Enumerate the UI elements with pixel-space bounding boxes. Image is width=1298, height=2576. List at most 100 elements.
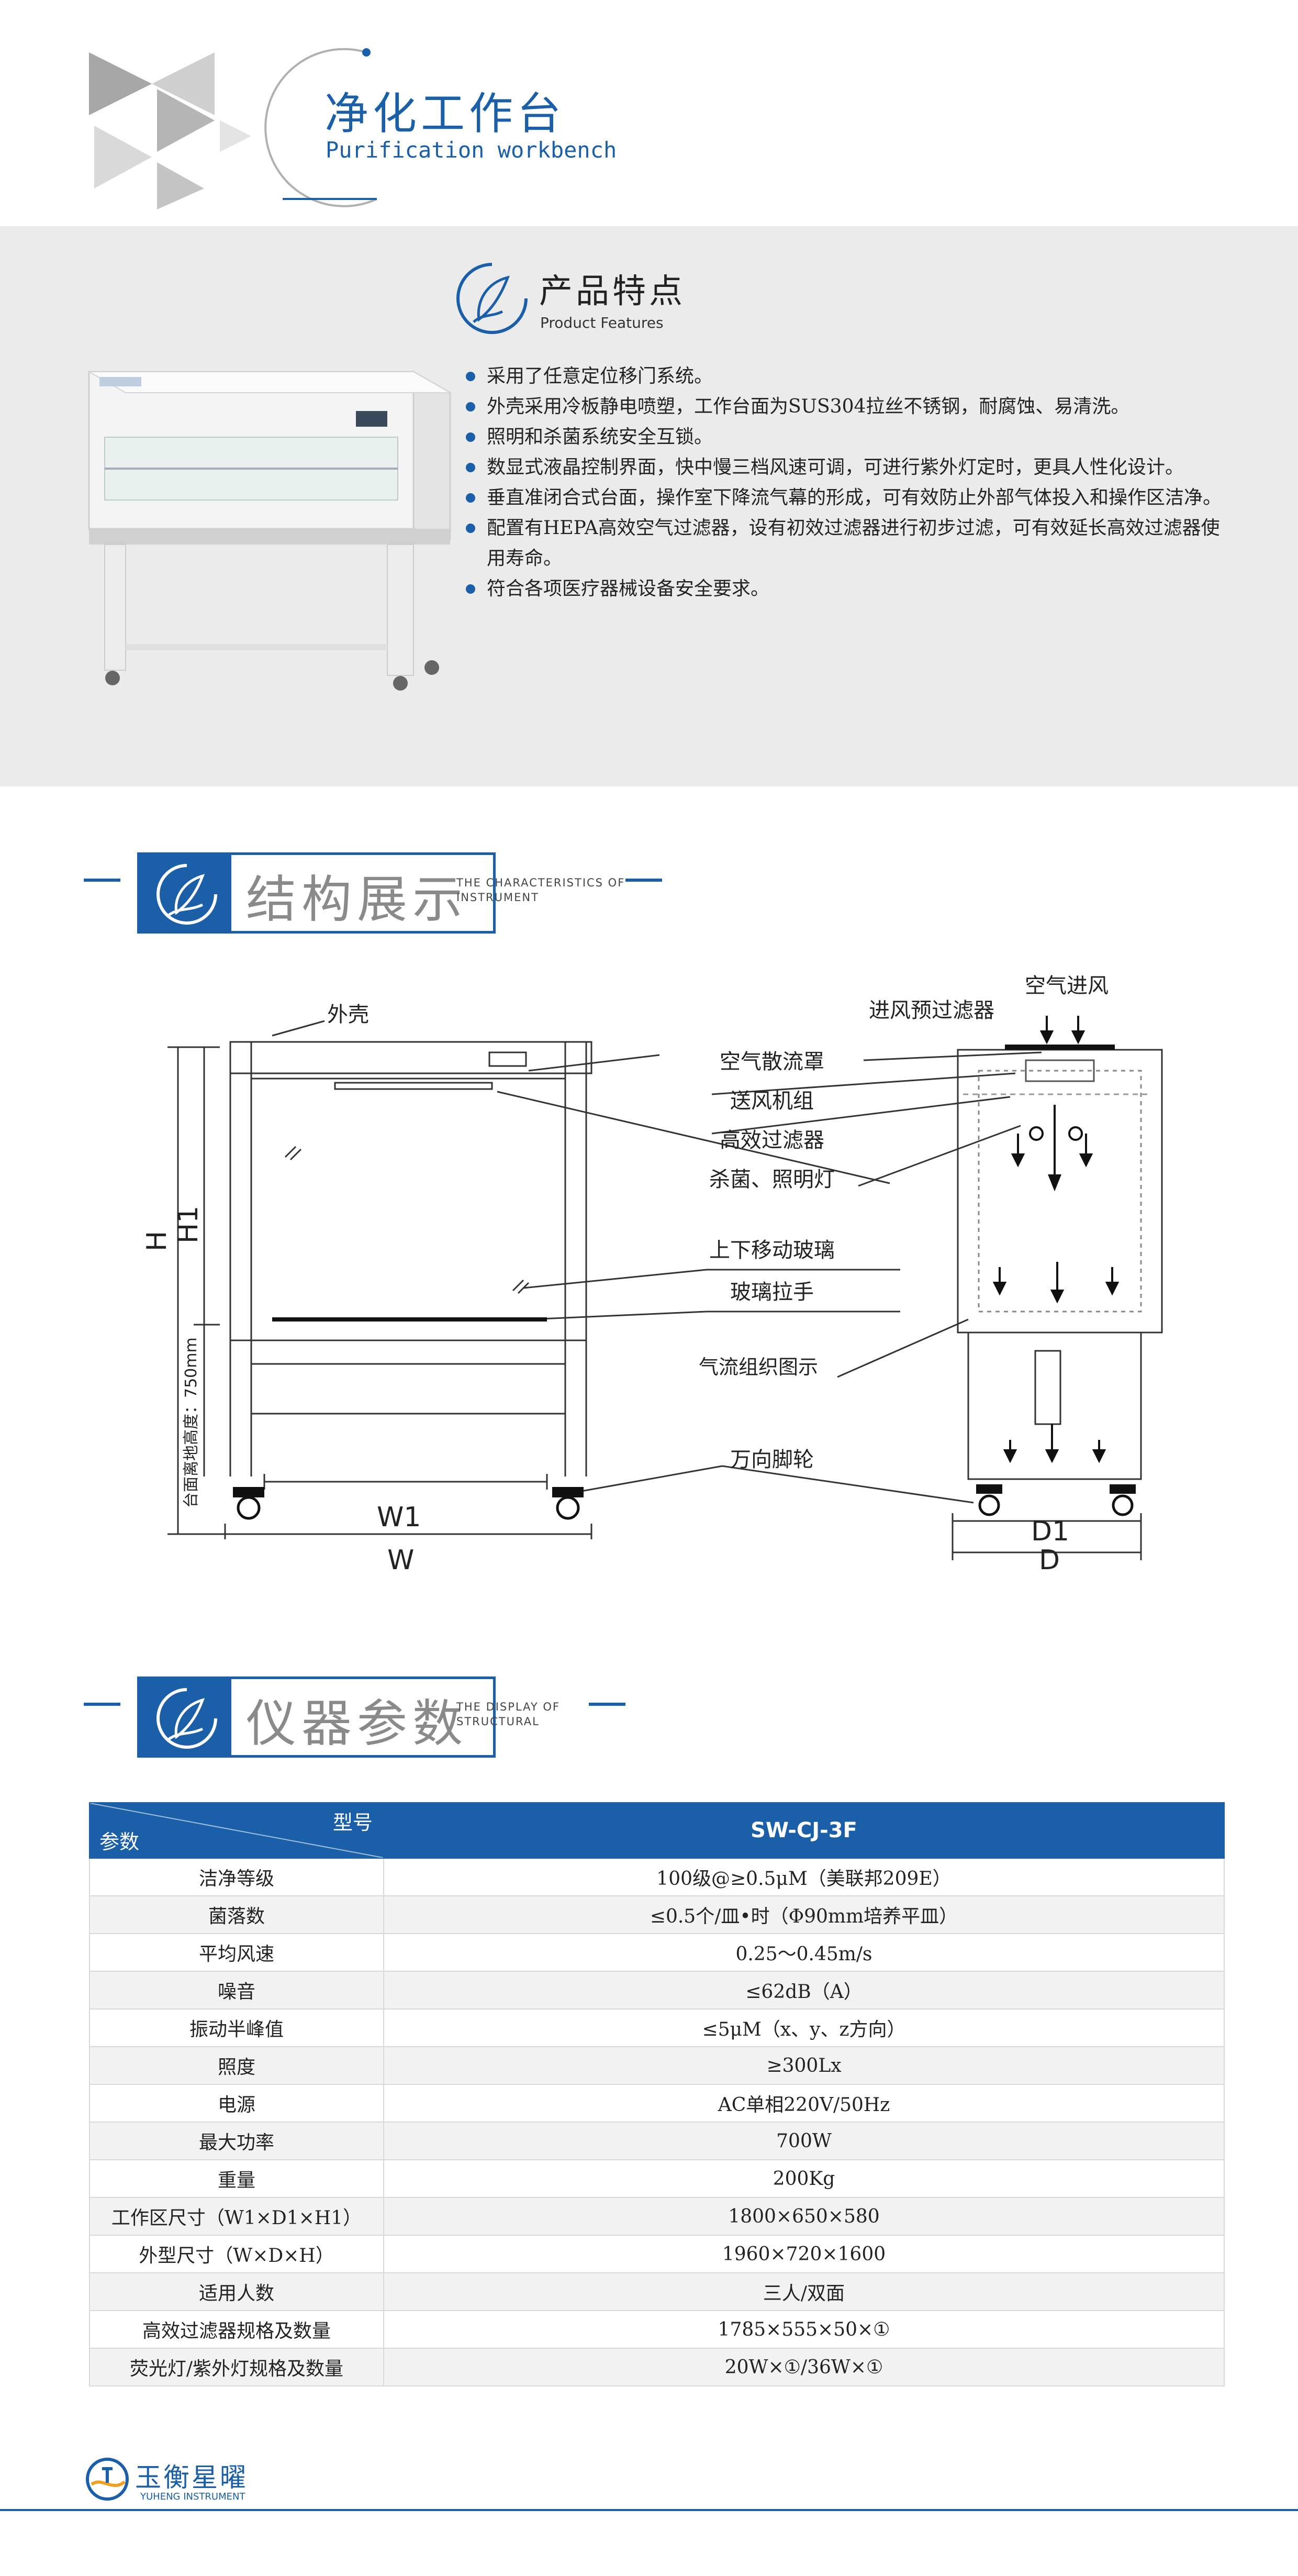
page-subtitle: Purification workbench (326, 137, 617, 163)
feature-item: 配置有HEPA高效空气过滤器，设有初效过滤器进行初步过滤，可有效延长高效过滤器使… (466, 513, 1230, 574)
row-value: ≤62dB（A） (383, 1971, 1225, 2009)
dim-W: W (387, 1545, 415, 1576)
row-name: 振动半峰值 (89, 2008, 384, 2047)
structure-title: 结构展示 (246, 870, 468, 929)
feather-pen-icon (137, 852, 231, 931)
label-shell: 外壳 (327, 1003, 369, 1027)
structure-header-frame-top (137, 852, 493, 855)
features-subtitle: Product Features (540, 314, 664, 331)
row-value: 1800×650×580 (383, 2197, 1225, 2236)
params-title: 仪器参数 (246, 1694, 468, 1753)
row-name: 菌落数 (89, 1895, 384, 1934)
row-name: 噪音 (89, 1971, 384, 2009)
header-model-value: SW-CJ-3F (383, 1802, 1225, 1859)
header-arc-decoration (264, 48, 377, 207)
feature-item: 照明和杀菌系统安全互锁。 (466, 422, 1230, 452)
row-name: 最大功率 (89, 2122, 384, 2160)
workbench-photo (87, 370, 452, 691)
row-value: 20W×①/36W×① (383, 2348, 1225, 2386)
row-value: 100级@≥0.5μM（美联邦209E） (383, 1858, 1225, 1896)
feature-item: 外壳采用冷板静电喷塑，工作台面为SUS304拉丝不锈钢，耐腐蚀、易清洗。 (466, 392, 1230, 422)
table-row: 噪音≤62dB（A） (89, 1971, 1225, 2009)
label-prefilter: 进风预过滤器 (869, 998, 994, 1023)
dim-D1: D1 (1031, 1516, 1070, 1547)
features-title: 产品特点 (539, 272, 686, 311)
structure-header-frame (137, 852, 496, 934)
row-name: 电源 (89, 2084, 384, 2123)
feather-pen-icon (456, 263, 528, 334)
label-handle: 玻璃拉手 (730, 1280, 814, 1304)
row-name: 高效过滤器规格及数量 (89, 2310, 384, 2349)
row-name: 照度 (89, 2046, 384, 2085)
table-row: 振动半峰值≤5μM（x、y、z方向） (89, 2008, 1225, 2047)
brand-name-en: YUHENG INSTRUMENT (140, 2491, 245, 2502)
dim-H1: H1 (173, 1205, 204, 1243)
dim-H: H (141, 1230, 173, 1251)
dim-W1: W1 (377, 1502, 421, 1533)
row-value: 1785×555×50×① (383, 2310, 1225, 2349)
row-name: 荧光灯/紫外灯规格及数量 (89, 2348, 384, 2386)
footer-line (0, 2509, 1298, 2511)
row-value: 200Kg (383, 2159, 1225, 2198)
row-name: 平均风速 (89, 1933, 384, 1972)
row-name: 重量 (89, 2159, 384, 2198)
table-row: 菌落数≤0.5个/皿•时（Φ90mm培养平皿） (89, 1895, 1225, 1934)
row-name: 外型尺寸（W×D×H） (89, 2235, 384, 2273)
structure-header-line-left (84, 879, 120, 882)
feature-item: 垂直准闭合式台面，操作室下降流气幕的形成，可有效防止外部气体投入和操作区洁净。 (466, 483, 1230, 513)
row-value: 0.25～0.45m/s (383, 1933, 1225, 1972)
header-diagonal (90, 1803, 383, 1858)
row-value: ≥300Lx (383, 2046, 1225, 2085)
row-name: 洁净等级 (89, 1858, 384, 1896)
structure-diagram (167, 1016, 1163, 1560)
label-hepa: 高效过滤器 (720, 1128, 824, 1152)
feature-item: 数显式液晶控制界面，快中慢三档风速可调，可进行紫外灯定时，更具人性化设计。 (466, 452, 1230, 483)
params-header-line-left (84, 1703, 120, 1706)
feature-item: 符合各项医疗器械设备安全要求。 (466, 574, 1230, 604)
row-name: 适用人数 (89, 2272, 384, 2311)
brand-logo-icon (86, 2458, 129, 2501)
feature-item: 采用了任意定位移门系统。 (466, 361, 1230, 392)
header-model-label: 型号 (332, 1811, 373, 1834)
table-header-corner: 型号 参数 (89, 1802, 384, 1859)
row-value: AC单相220V/50Hz (383, 2084, 1225, 2123)
table-row: 工作区尺寸（W1×D1×H1）1800×650×580 (89, 2197, 1225, 2236)
params-subtitle-line1: THE DISPLAY OF (456, 1701, 560, 1713)
page-title: 净化工作台 (324, 88, 566, 139)
row-value: 三人/双面 (383, 2272, 1225, 2311)
dim-table-height: 台面离地高度：750mm (182, 1337, 200, 1508)
params-header-line-right (589, 1703, 625, 1706)
header-param-label: 参数 (99, 1830, 140, 1853)
brand-name: 玉衡星曜 (135, 2462, 248, 2493)
table-row: 外型尺寸（W×D×H）1960×720×1600 (89, 2235, 1225, 2273)
feather-pen-icon (137, 1676, 231, 1755)
table-row: 适用人数三人/双面 (89, 2272, 1225, 2311)
label-diffuser: 空气散流罩 (720, 1050, 824, 1074)
structure-subtitle-line1: THE CHARACTERISTICS OF (456, 876, 625, 889)
label-airflow: 气流组织图示 (699, 1356, 819, 1379)
row-value: ≤5μM（x、y、z方向） (383, 2008, 1225, 2047)
row-value: 1960×720×1600 (383, 2235, 1225, 2273)
features-list: 采用了任意定位移门系统。 外壳采用冷板静电喷塑，工作台面为SUS304拉丝不锈钢… (466, 361, 1230, 604)
label-glass: 上下移动玻璃 (709, 1238, 835, 1262)
row-name: 工作区尺寸（W1×D1×H1） (89, 2197, 384, 2236)
params-subtitle-line2: STRUCTURAL (456, 1715, 540, 1728)
label-air-in: 空气进风 (1025, 974, 1109, 998)
structure-header-line-right (625, 879, 662, 882)
structure-subtitle-line2: INSTRUMENT (456, 891, 539, 904)
dim-D: D (1039, 1545, 1060, 1576)
row-value: ≤0.5个/皿•时（Φ90mm培养平皿） (383, 1895, 1225, 1934)
header-triangles-decoration (89, 52, 251, 209)
label-lamp: 杀菌、照明灯 (709, 1168, 835, 1192)
label-caster: 万向脚轮 (730, 1448, 814, 1472)
params-header-frame-top (137, 1676, 493, 1679)
row-value: 700W (383, 2122, 1225, 2160)
params-header-frame (137, 1676, 496, 1758)
